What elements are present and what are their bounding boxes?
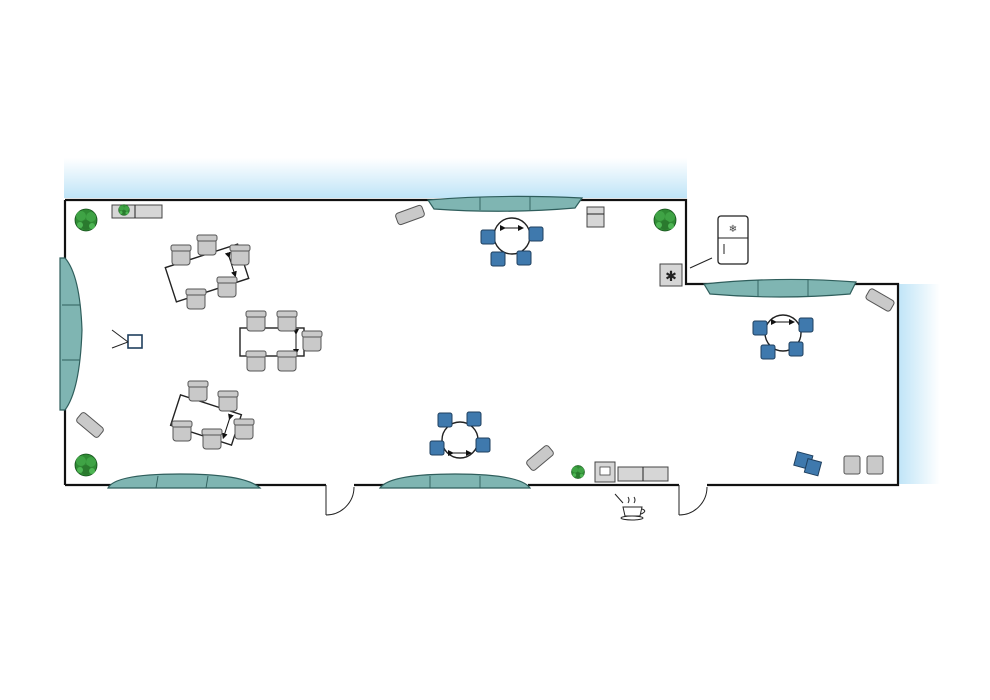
chair-icon[interactable] [245, 350, 267, 372]
plant-icon [653, 208, 677, 232]
plant-icon [74, 453, 98, 477]
window-top [64, 158, 687, 198]
svg-text:❄: ❄ [729, 224, 737, 235]
sofa-icon [703, 278, 857, 298]
chair-icon[interactable] [301, 330, 323, 352]
round-table-icon [429, 411, 491, 459]
chair-icon[interactable] [170, 244, 192, 266]
kitchen-counter-icon [594, 461, 669, 483]
chair-icon[interactable] [75, 411, 104, 438]
chair-icon[interactable] [196, 234, 218, 256]
chair-icon[interactable] [525, 444, 554, 471]
chair-icon[interactable] [217, 390, 239, 412]
kitchen-counter-icon [111, 204, 163, 219]
fridge-icon: ❄ [717, 215, 749, 265]
lamp-icon [111, 329, 143, 349]
chair-icon[interactable] [395, 204, 425, 226]
plant-icon [74, 208, 98, 232]
freezer-icon: ✱ [659, 263, 683, 287]
chair-icon[interactable] [843, 455, 884, 475]
chair-icon[interactable] [865, 288, 895, 312]
chair-icon[interactable] [216, 276, 238, 298]
chair-icon[interactable] [276, 350, 298, 372]
sofa-icon [426, 195, 584, 212]
sofa-icon [107, 473, 262, 489]
sofa-icon [378, 473, 532, 489]
sofa-icon [59, 257, 83, 411]
round-table-icon [480, 217, 544, 267]
chair-icon[interactable] [229, 244, 251, 266]
chair-icon[interactable] [793, 451, 823, 477]
round-table-icon [752, 314, 814, 360]
plant-icon [571, 465, 585, 479]
svg-text:✱: ✱ [665, 269, 677, 285]
chair-icon[interactable] [185, 288, 207, 310]
chair-icon[interactable] [187, 380, 209, 402]
coffee-icon [614, 493, 646, 521]
chair-icon[interactable] [201, 428, 223, 450]
fridge-icon [586, 206, 605, 228]
window-right [898, 284, 940, 484]
chair-icon[interactable] [171, 420, 193, 442]
door-icon[interactable] [325, 485, 355, 516]
chair-icon[interactable] [245, 310, 267, 332]
chair-icon[interactable] [233, 418, 255, 440]
door-icon[interactable] [678, 485, 708, 516]
chair-icon[interactable] [276, 310, 298, 332]
